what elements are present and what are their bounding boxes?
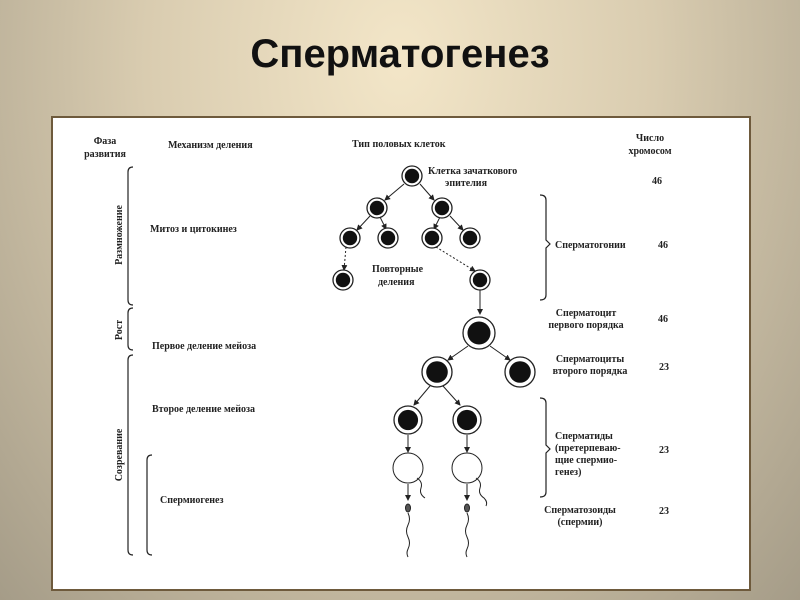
header-cell-type: Тип половых клеток <box>352 139 446 150</box>
label-germinal-2: эпителия <box>445 178 488 189</box>
label-spermatids-4: генез) <box>555 467 581 478</box>
count-spermatozoa: 23 <box>659 506 669 517</box>
phase-brackets <box>127 166 551 556</box>
label-spermatozoa-2: (спермии) <box>557 517 602 528</box>
label-secondary-1: Сперматоциты <box>556 354 625 365</box>
cell-nucleus <box>462 230 478 246</box>
mechanism-mitosis: Митоз и цитокинез <box>150 224 237 235</box>
cell-nucleus <box>426 361 448 383</box>
sperm-head <box>464 503 470 513</box>
count-spermatogonia: 46 <box>658 240 668 251</box>
spermatid-cell <box>392 452 424 484</box>
count-secondary: 23 <box>659 362 669 373</box>
cell-nucleus <box>397 409 419 431</box>
cell-nucleus <box>424 230 440 246</box>
header-chromosomes-1: Число <box>636 133 664 144</box>
count-germinal: 46 <box>652 176 662 187</box>
spermatid-cell <box>451 452 483 484</box>
slide-title: Сперматогенез <box>250 32 550 76</box>
label-germinal-1: Клетка зачаткового <box>428 166 517 177</box>
mechanism-meiosis-1: Первое деление мейоза <box>152 341 256 352</box>
header-phase-1: Фаза <box>94 136 117 147</box>
count-primary: 46 <box>658 314 668 325</box>
label-repeated-1: Повторные <box>372 264 424 275</box>
header-chromosomes-2: хромосом <box>628 146 671 157</box>
label-spermatids-3: щие спермио- <box>555 455 617 466</box>
phase-growth: Рост <box>114 320 125 340</box>
cell-nucleus <box>380 230 396 246</box>
phase-maturation: Созревание <box>114 428 125 481</box>
cell-nucleus <box>404 168 420 184</box>
cell-nucleus <box>472 272 488 288</box>
division-arrows <box>341 183 511 501</box>
sperm-head <box>405 503 411 513</box>
cell-nucleus <box>369 200 385 216</box>
label-spermatozoa-1: Сперматозоиды <box>544 505 616 516</box>
label-primary-2: первого порядка <box>548 320 623 331</box>
cell-nucleus <box>467 321 491 345</box>
header-phase-2: развития <box>84 149 126 160</box>
cell-nucleus <box>335 272 351 288</box>
count-spermatids: 23 <box>659 445 669 456</box>
mechanism-spermiogenesis: Спермиогенез <box>160 495 223 506</box>
label-repeated-2: деления <box>378 277 415 288</box>
sperm-tails <box>406 477 488 558</box>
cell-nucleus <box>342 230 358 246</box>
label-primary-1: Сперматоцит <box>556 308 617 319</box>
cells <box>332 165 536 513</box>
label-secondary-2: второго порядка <box>553 366 628 377</box>
header-mechanism: Механизм деления <box>168 140 253 151</box>
cell-nucleus <box>509 361 531 383</box>
label-spermatogonia: Сперматогонии <box>555 240 626 251</box>
phase-reproduction: Размножение <box>114 205 125 265</box>
mechanism-meiosis-2: Второе деление мейоза <box>152 404 255 415</box>
cell-nucleus <box>456 409 478 431</box>
diagram-panel <box>51 116 751 591</box>
label-spermatids-1: Сперматиды <box>555 431 613 442</box>
label-spermatids-2: (претерпеваю- <box>555 443 621 454</box>
cell-nucleus <box>434 200 450 216</box>
